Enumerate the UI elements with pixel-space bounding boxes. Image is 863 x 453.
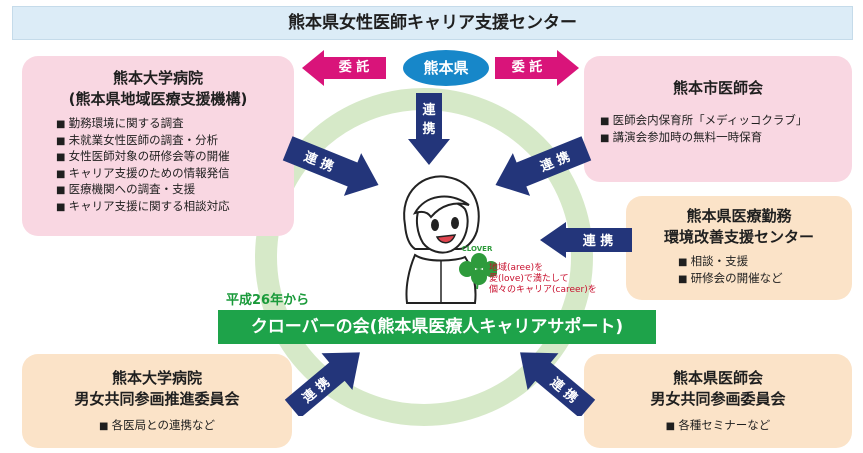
list-item: 各種セミナーなど — [596, 417, 840, 433]
list-item: キャリア支援に関する相談対応 — [56, 199, 280, 216]
list-item: 未就業女性医師の調査・分析 — [56, 133, 280, 150]
clover-logo-text: CLOVER — [462, 245, 493, 253]
box-title-line: 環境改善支援センター — [663, 228, 814, 246]
box-pref-med-gender-committee: 熊本県医師会 男女共同参画委員会 各種セミナーなど — [584, 354, 852, 448]
clover-note-line: 愛(love)で満たして — [489, 274, 569, 284]
clover-note-line: 個々のキャリア(career)を — [489, 285, 597, 295]
box-title-line: 熊本市医師会 — [672, 79, 763, 97]
box-title-line: 熊本県医師会 — [672, 369, 763, 387]
box-title-line: 熊本県医療勤務 — [686, 207, 792, 225]
cooperation-arrow-top: 連 携 — [408, 93, 450, 165]
cooperation-label-right: 連 携 — [583, 233, 614, 249]
clover-note: 地域(aree)を 愛(love)で満たして 個々のキャリア(career)を — [489, 263, 609, 296]
cooperation-label-top-1: 連 — [422, 102, 436, 118]
list-item: 研修会の開催など — [678, 271, 840, 288]
entrust-label-left: 委 託 — [322, 57, 386, 79]
list-item: 各医局との連携など — [34, 417, 280, 433]
cooperation-arrow-upper-left: 連 携 — [282, 136, 379, 196]
clover-icon — [459, 253, 497, 290]
entrust-arrow-left-head — [302, 50, 324, 86]
kumamoto-prefecture-badge: 熊本県 — [403, 50, 489, 86]
list-item: 医師会内保育所「メディッコクラブ」 — [600, 113, 840, 130]
box-title-line: 熊本大学病院 — [111, 369, 202, 387]
cooperation-arrow-lower-right: 連 携 — [520, 352, 596, 416]
doctor-illustration: CLOVER — [403, 175, 497, 304]
list-item: 講演会参加時の無料一時保育 — [600, 130, 840, 147]
cooperation-arrow-right: 連 携 — [540, 222, 632, 258]
box-title-line: (熊本県地域医療支援機構) — [68, 90, 248, 108]
cooperation-label-top-2: 携 — [422, 121, 435, 137]
list-item: 相談・支援 — [678, 254, 840, 271]
since-label: 平成26年から — [226, 293, 310, 308]
list-item: キャリア支援のための情報発信 — [56, 166, 280, 183]
box-univ-gender-committee: 熊本大学病院 男女共同参画推進委員会 各医局との連携など — [22, 354, 292, 448]
page-title: 熊本県女性医師キャリア支援センター — [12, 6, 853, 40]
list-item: 勤務環境に関する調査 — [56, 116, 280, 133]
list-item: 女性医師対象の研修会等の開催 — [56, 149, 280, 166]
box-work-environment-center: 熊本県医療勤務 環境改善支援センター 相談・支援 研修会の開催など — [626, 196, 852, 300]
box-city-medical-association: 熊本市医師会 医師会内保育所「メディッコクラブ」 講演会参加時の無料一時保育 — [584, 56, 852, 182]
clover-note-line: 地域(aree)を — [489, 263, 544, 273]
cooperation-arrow-upper-right: 連 携 — [495, 136, 592, 196]
box-title-line: 男女共同参画推進委員会 — [74, 390, 240, 408]
box-kumadai-hospital: 熊本大学病院 (熊本県地域医療支援機構) 勤務環境に関する調査 未就業女性医師の… — [22, 56, 294, 236]
box-title-line: 男女共同参画委員会 — [650, 390, 786, 408]
clover-association-bar: クローバーの会(熊本県医療人キャリアサポート) — [218, 310, 656, 344]
entrust-label-right: 委 託 — [495, 57, 559, 79]
box-title-line: 熊本大学病院 — [112, 69, 203, 87]
list-item: 医療機関への調査・支援 — [56, 182, 280, 199]
cooperation-arrow-lower-left: 連 携 — [284, 352, 360, 416]
entrust-arrow-right-head — [557, 50, 579, 86]
